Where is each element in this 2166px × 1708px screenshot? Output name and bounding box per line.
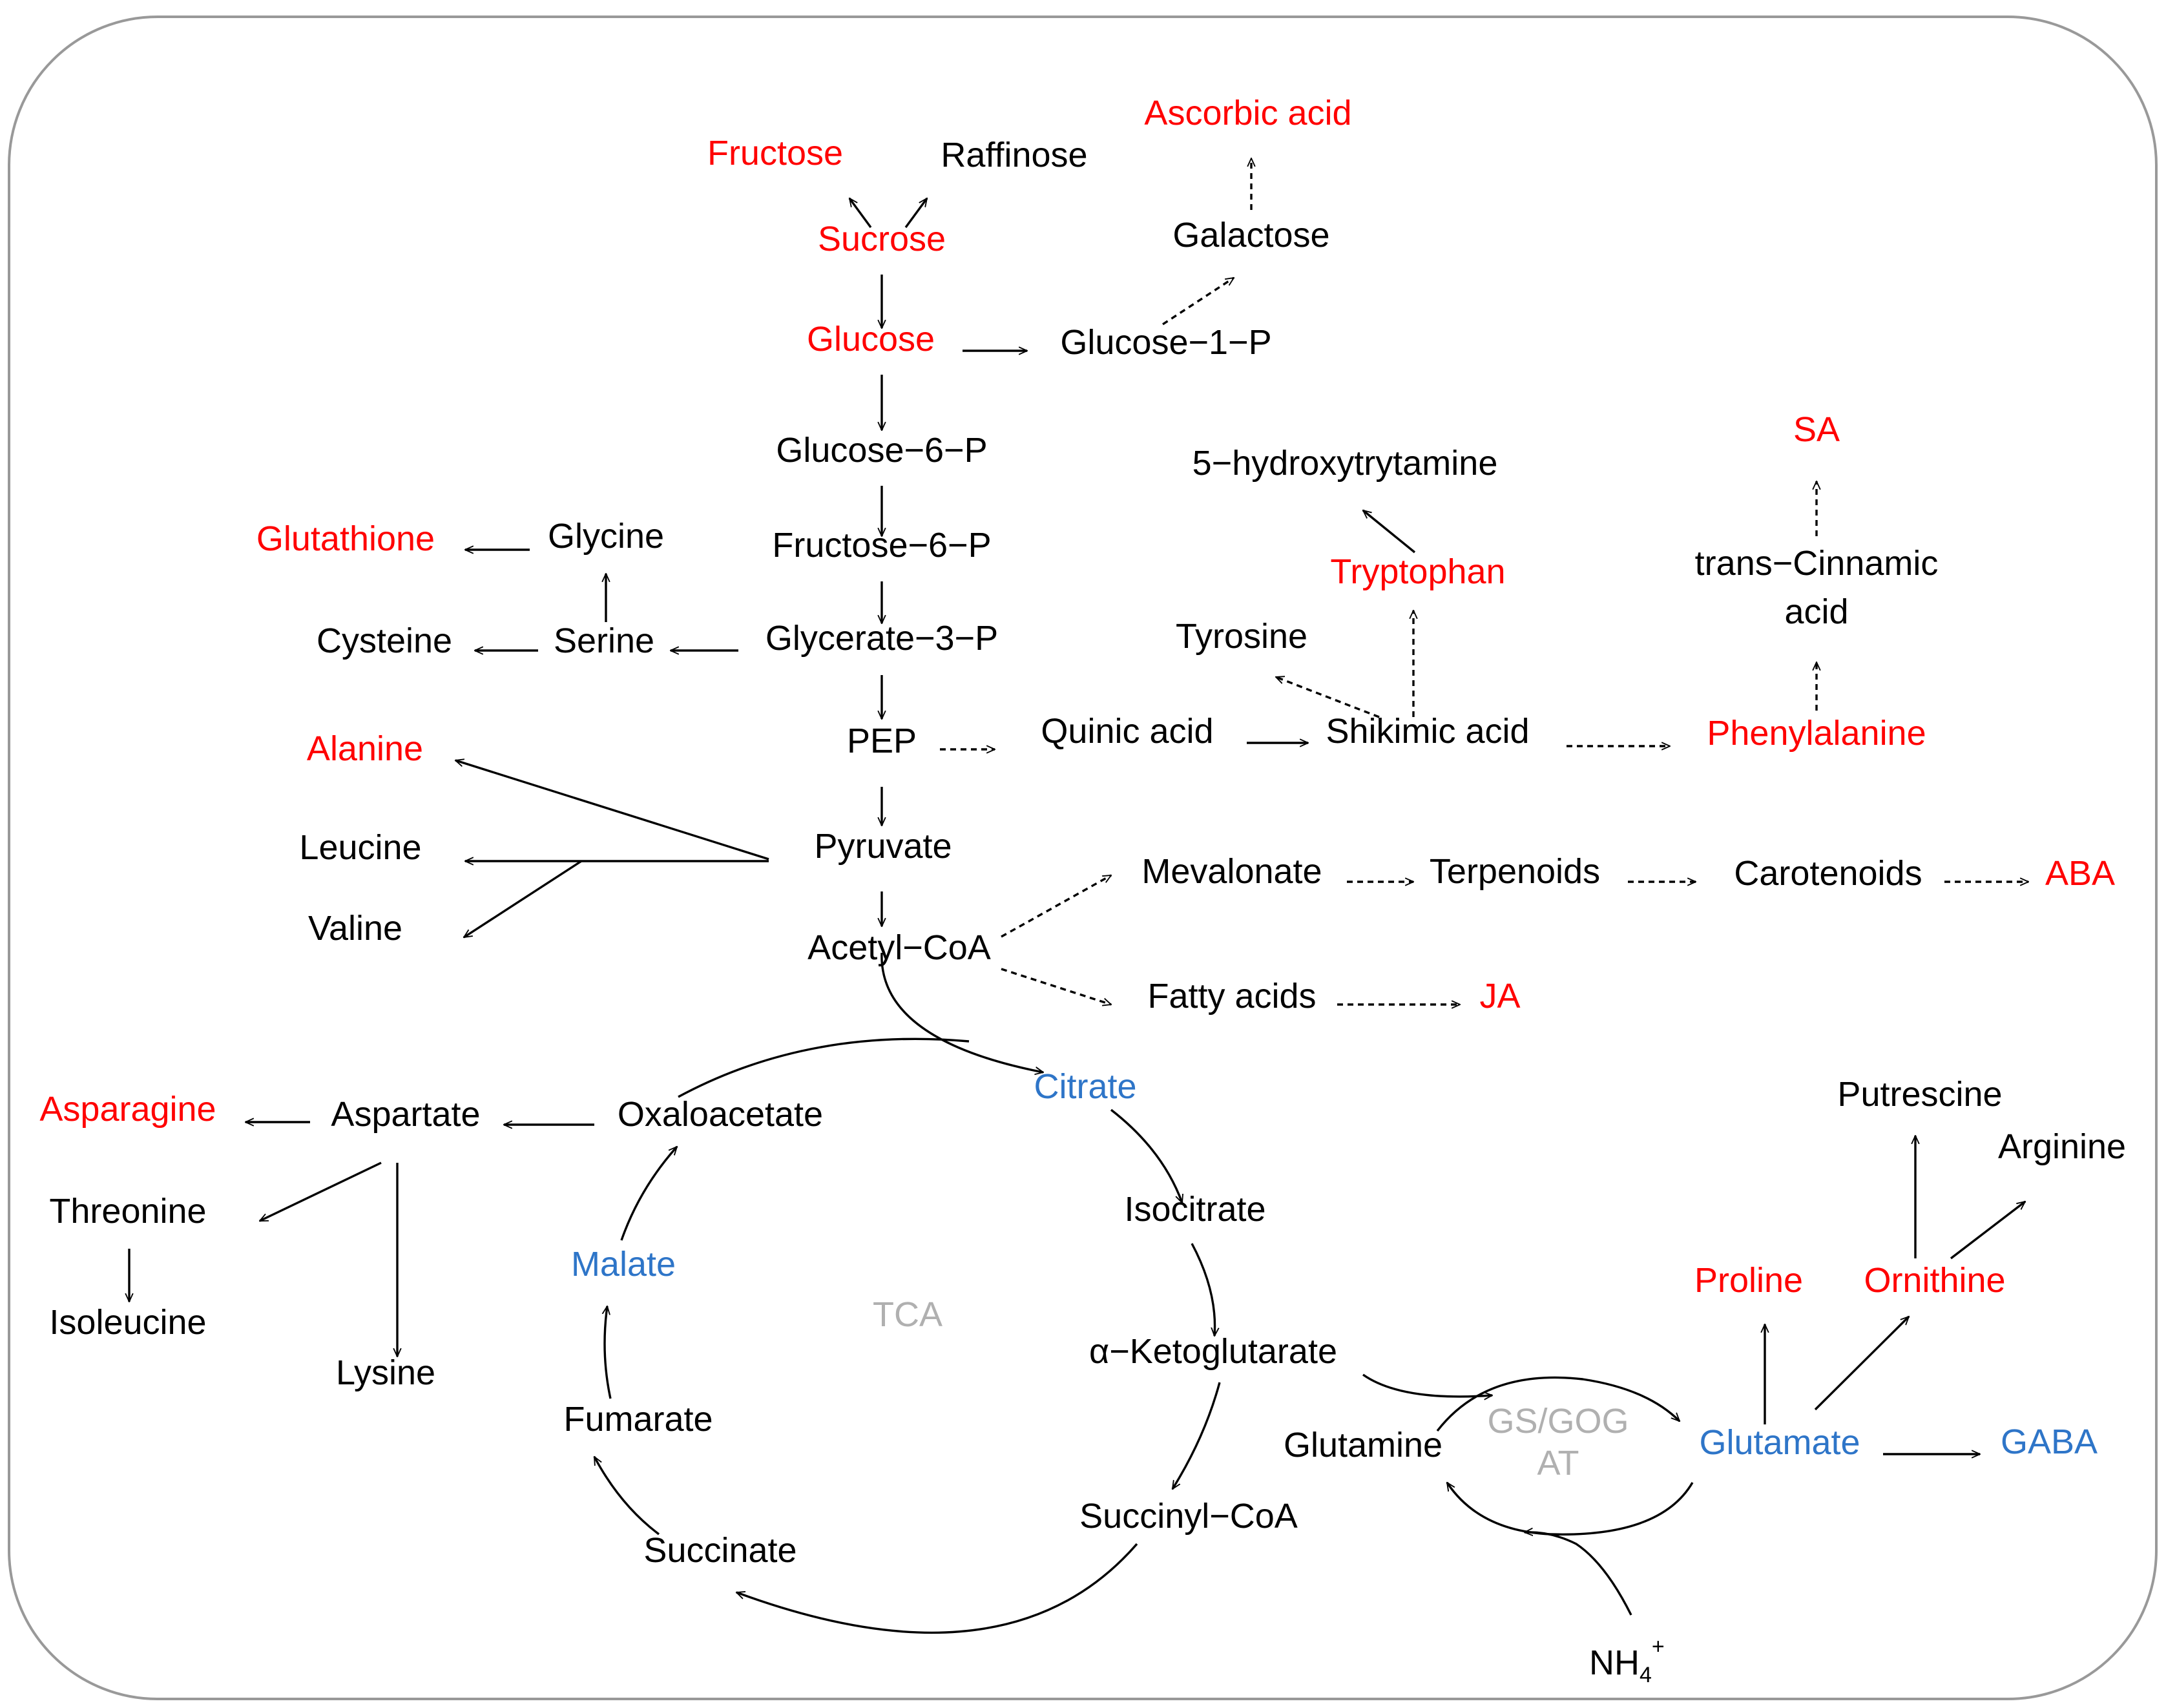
arrow-citrate-isocitrate: [1110, 1109, 1182, 1203]
arrow-ornithine-arginine: [1950, 1202, 2025, 1260]
arrow-pyruvate-alanine: [455, 760, 769, 860]
node-raffinose: Raffinose: [941, 136, 1087, 174]
node-isocitrate: Isocitrate: [1124, 1190, 1265, 1229]
node-shikimic-acid: Shikimic acid: [1326, 712, 1529, 751]
node-succinyl-coa: Succinyl−CoA: [1079, 1497, 1298, 1536]
node-glucose-6-p: Glucose−6−P: [776, 431, 987, 470]
arrow-sucrose-raffinose: [904, 198, 928, 229]
node-oxaloacetate: Oxaloacetate: [618, 1095, 823, 1134]
node-tryptophan: Tryptophan: [1330, 552, 1505, 591]
node-ja: JA: [1479, 977, 1520, 1015]
label-tca: TCA: [873, 1295, 942, 1334]
node-putrescine: Putrescine: [1837, 1075, 2002, 1114]
node-glutamate: Glutamate: [1699, 1423, 1860, 1462]
node-threonine: Threonine: [49, 1192, 206, 1231]
arrow-glutamate-glutamine: [1446, 1483, 1694, 1536]
node-5-hydroxytryptamine: 5−hydroxytrytamine: [1192, 444, 1498, 483]
node-pep: PEP: [847, 722, 917, 760]
node-galactose: Galactose: [1172, 216, 1329, 255]
node-aba: ABA: [2045, 854, 2115, 893]
node-pyruvate: Pyruvate: [814, 827, 952, 866]
node-quinic-acid: Quinic acid: [1041, 712, 1213, 751]
node-cysteine: Cysteine: [317, 621, 452, 660]
node-alanine: Alanine: [307, 729, 423, 768]
label-gsgogat-line2: AT: [1537, 1444, 1579, 1483]
arrow-fumarate-malate: [605, 1306, 612, 1399]
node-asparagine: Asparagine: [39, 1090, 216, 1129]
arrow-ketoglutarate-cycle: [1362, 1373, 1492, 1397]
label-gsgogat-line1: GS/GOG: [1487, 1402, 1629, 1441]
dashed-arrows: [940, 158, 2028, 1005]
node-phenylalanine: Phenylalanine: [1707, 714, 1926, 753]
nh4-subscript: 4: [1640, 1663, 1652, 1687]
nh4-superscript: +: [1652, 1634, 1665, 1659]
node-mevalonate: Mevalonate: [1141, 852, 1322, 891]
arrow-malate-oxaloacetate: [620, 1147, 677, 1241]
node-acetyl-coa: Acetyl−CoA: [807, 928, 991, 967]
arrow-tryptophan-hydroxytryptamine: [1363, 510, 1416, 554]
node-glucose-1-p: Glucose−1−P: [1060, 323, 1271, 362]
gsgogat-cycle-arrows: [1362, 1373, 1694, 1616]
node-fructose: Fructose: [707, 134, 843, 172]
arrow-glutamate-ornithine: [1814, 1317, 1909, 1411]
arrow-succinylcoa-succinate: [736, 1543, 1138, 1634]
node-glycerate-3-p: Glycerate−3−P: [765, 619, 998, 658]
node-isoleucine: Isoleucine: [49, 1303, 206, 1342]
node-succinate: Succinate: [643, 1531, 797, 1570]
node-fatty-acids: Fatty acids: [1147, 977, 1316, 1015]
node-serine: Serine: [554, 621, 654, 660]
node-carotenoids: Carotenoids: [1734, 854, 1922, 893]
node-terpenoids: Terpenoids: [1430, 852, 1600, 891]
node-sa: SA: [1793, 410, 1840, 449]
node-nh4: NH4+: [1589, 1634, 1665, 1687]
node-valine: Valine: [308, 909, 402, 948]
node-trans-cinnamic-acid: acid: [1784, 592, 1848, 631]
node-citrate: Citrate: [1034, 1067, 1136, 1106]
nh4-base: NH: [1589, 1643, 1640, 1682]
arrow-acetylcoa-citrate: [880, 952, 1043, 1072]
node-tyrosine: Tyrosine: [1176, 617, 1307, 656]
arrow-sucrose-fructose: [848, 198, 872, 229]
labels: Fructose Raffinose Ascorbic acid Sucrose…: [39, 94, 2126, 1687]
node-lysine: Lysine: [336, 1353, 435, 1392]
node-arginine: Arginine: [1998, 1127, 2126, 1166]
diagram-frame: [8, 16, 2158, 1700]
node-ascorbic-acid: Ascorbic acid: [1144, 94, 1351, 132]
node-glutamine: Glutamine: [1284, 1426, 1442, 1464]
node-malate: Malate: [571, 1245, 676, 1284]
arrow-isocitrate-ketoglutarate: [1191, 1243, 1215, 1336]
node-glutathione: Glutathione: [256, 519, 435, 558]
arrow-acetylcoa-mevalonate: [1001, 874, 1111, 938]
node-trans-cinnamic: trans−Cinnamic: [1695, 544, 1939, 583]
node-leucine: Leucine: [299, 828, 421, 867]
solid-arrows: [129, 198, 2025, 1454]
arrow-succinate-fumarate: [593, 1457, 660, 1536]
arrow-glucose1p-galactose: [1162, 276, 1234, 326]
arrow-acetylcoa-fatty: [1001, 968, 1111, 1005]
tca-cycle-arrows: [593, 952, 1221, 1634]
node-glucose: Glucose: [807, 320, 935, 359]
arrow-glutamine-glutamate: [1436, 1376, 1680, 1432]
arrow-nh4-cycle: [1525, 1532, 1632, 1616]
arrow-aspartate-threonine: [260, 1161, 382, 1222]
node-sucrose: Sucrose: [818, 220, 946, 258]
arrow-pyruvate-valine: [464, 860, 582, 939]
node-fructose-6-p: Fructose−6−P: [772, 526, 991, 565]
node-ornithine: Ornithine: [1864, 1261, 2005, 1300]
arrow-shikimic-tyrosine: [1276, 677, 1380, 718]
node-fumarate: Fumarate: [563, 1400, 713, 1439]
node-gaba: GABA: [2001, 1422, 2098, 1461]
node-ketoglutarate: α−Ketoglutarate: [1089, 1332, 1337, 1371]
node-glycine: Glycine: [548, 517, 664, 556]
arrow-ketoglutarate-succinylcoa: [1171, 1382, 1221, 1489]
node-aspartate: Aspartate: [331, 1095, 480, 1134]
arc-oxaloacetate-citrate: [678, 1037, 970, 1098]
node-proline: Proline: [1694, 1261, 1803, 1300]
